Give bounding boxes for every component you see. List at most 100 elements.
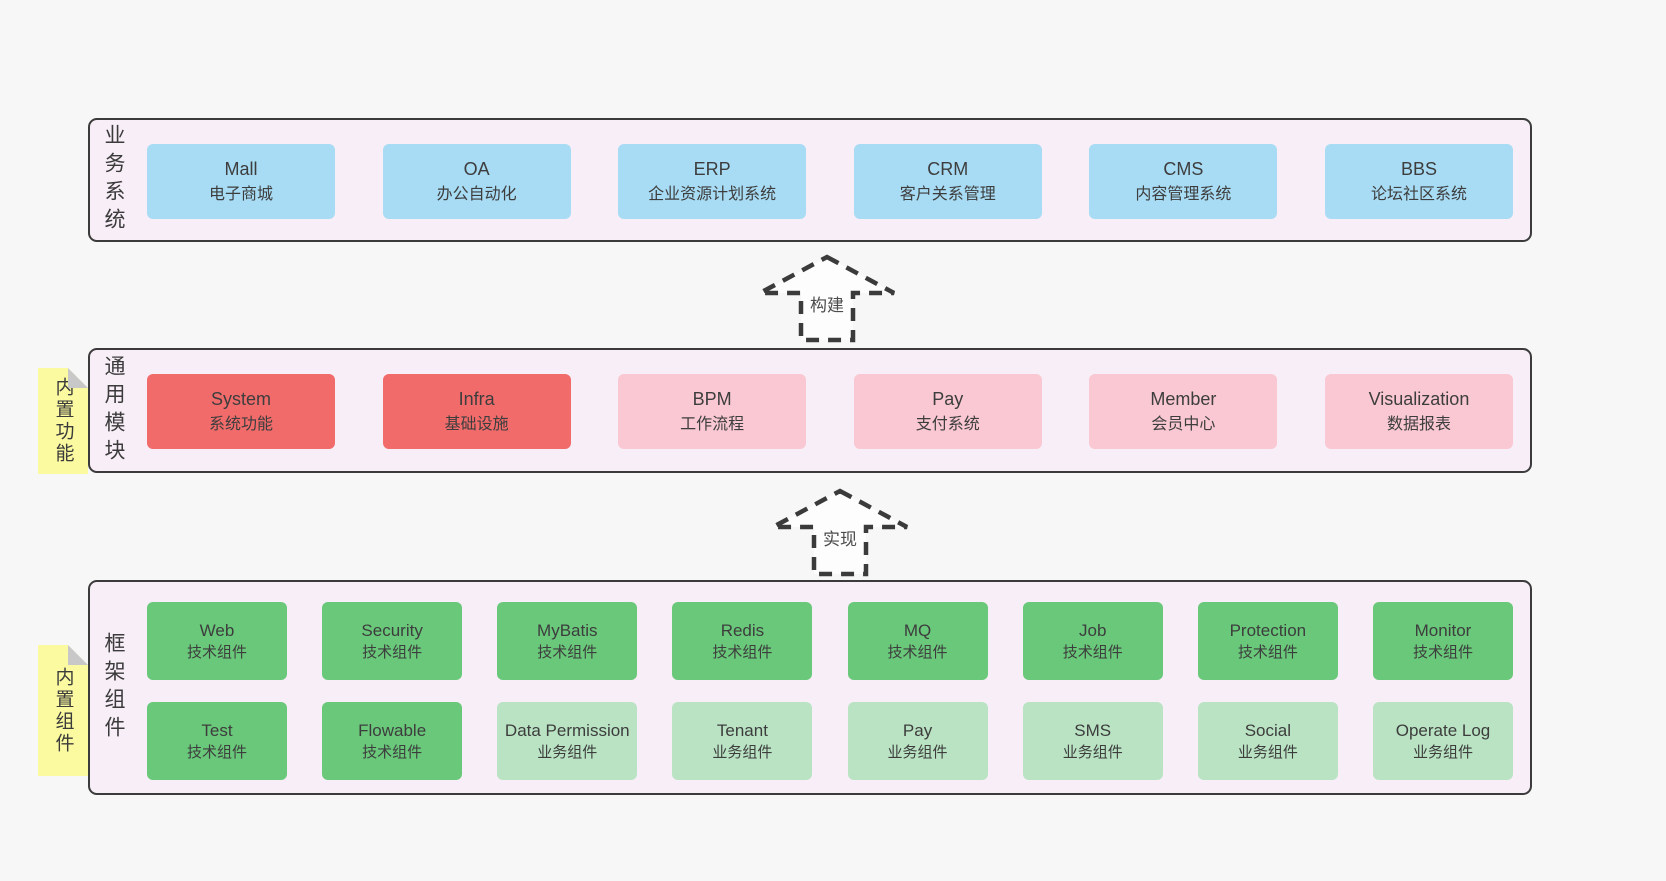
box-subtitle: 系统功能	[208, 415, 273, 433]
box-data-permission: Data Permission 业务组件	[497, 702, 638, 780]
box-title: CRM	[927, 159, 969, 180]
box-subtitle: 企业资源计划系统	[648, 185, 777, 203]
sticky-note-label: 内置功能	[52, 377, 74, 465]
box-title: SMS	[1074, 720, 1112, 740]
box-bbs: BBS 论坛社区系统	[1324, 144, 1513, 219]
box-subtitle: 业务组件	[1062, 743, 1123, 761]
modules-box-row: System 系统功能 Infra 基础设施 BPM 工作流程 Pay 支付系统…	[147, 374, 1513, 449]
box-subtitle: 客户关系管理	[899, 185, 996, 203]
box-title: Security	[361, 620, 423, 640]
box-title: Mall	[224, 159, 258, 180]
arrow-implement-up: 实现	[769, 486, 911, 578]
panel-side-label: 框架组件	[102, 631, 125, 744]
box-mall: Mall 电子商城	[147, 144, 335, 219]
box-subtitle: 业务组件	[712, 743, 773, 761]
box-title: MQ	[903, 620, 932, 640]
box-title: Member	[1150, 389, 1217, 410]
arrow-build-up: 构建	[756, 252, 898, 344]
box-subtitle: 基础设施	[444, 415, 509, 433]
panel-framework-components: 框架组件 Web 技术组件 Security 技术组件 MyBatis 技术组件…	[88, 580, 1532, 795]
sticky-note-label: 内置组件	[52, 666, 74, 755]
box-subtitle: 技术组件	[1062, 643, 1123, 661]
box-title: Social	[1244, 720, 1291, 740]
box-visualization: Visualization 数据报表	[1324, 374, 1513, 449]
box-security: Security 技术组件	[322, 602, 463, 680]
box-subtitle: 电子商城	[208, 185, 273, 203]
box-title: Tenant	[716, 720, 768, 740]
arrow-label: 构建	[807, 290, 847, 317]
box-system: System 系统功能	[147, 374, 335, 449]
box-title: Monitor	[1414, 620, 1472, 640]
components-box-row-1: Web 技术组件 Security 技术组件 MyBatis 技术组件 Redi…	[147, 602, 1513, 680]
box-title: Pay	[932, 389, 964, 410]
box-redis: Redis 技术组件	[672, 602, 813, 680]
box-subtitle: 办公自动化	[436, 185, 517, 203]
box-test: Test 技术组件	[147, 702, 287, 780]
box-subtitle: 业务组件	[887, 743, 948, 761]
box-mq: MQ 技术组件	[847, 602, 988, 680]
box-subtitle: 技术组件	[1237, 643, 1298, 661]
box-sms: SMS 业务组件	[1022, 702, 1163, 780]
box-title: Redis	[720, 620, 765, 640]
box-subtitle: 业务组件	[1412, 743, 1473, 761]
box-subtitle: 业务组件	[537, 743, 598, 761]
box-bpm: BPM 工作流程	[618, 374, 807, 449]
panel-side-label: 业务系统	[102, 124, 125, 236]
panel-common-modules: 通用模块 System 系统功能 Infra 基础设施 BPM 工作流程 Pay…	[88, 348, 1532, 473]
box-subtitle: 数据报表	[1386, 415, 1451, 433]
box-title: Test	[201, 720, 233, 740]
box-social: Social 业务组件	[1197, 702, 1338, 780]
box-title: System	[210, 389, 271, 410]
box-subtitle: 技术组件	[186, 743, 247, 761]
box-title: Protection	[1229, 620, 1307, 640]
box-title: Operate Log	[1395, 720, 1491, 740]
box-title: CMS	[1163, 159, 1204, 180]
arrow-label: 实现	[820, 524, 860, 551]
box-subtitle: 工作流程	[680, 415, 745, 433]
box-operate-log: Operate Log 业务组件	[1372, 702, 1513, 780]
panel-side-label: 通用模块	[102, 354, 125, 467]
box-subtitle: 业务组件	[1237, 743, 1298, 761]
sticky-note-builtin-features: 内置功能	[38, 368, 88, 474]
box-protection: Protection 技术组件	[1197, 602, 1338, 680]
box-title: Data Permission	[504, 720, 630, 740]
box-subtitle: 技术组件	[1412, 643, 1473, 661]
box-subtitle: 技术组件	[362, 743, 423, 761]
box-title: Web	[199, 620, 235, 640]
box-tenant: Tenant 业务组件	[672, 702, 813, 780]
box-erp: ERP 企业资源计划系统	[618, 144, 807, 219]
box-job: Job 技术组件	[1022, 602, 1163, 680]
box-flowable: Flowable 技术组件	[322, 702, 463, 780]
box-web: Web 技术组件	[147, 602, 287, 680]
box-subtitle: 技术组件	[537, 643, 598, 661]
box-title: Pay	[902, 720, 933, 740]
box-subtitle: 内容管理系统	[1135, 185, 1232, 203]
components-box-row-2: Test 技术组件 Flowable 技术组件 Data Permission …	[147, 702, 1513, 780]
box-subtitle: 技术组件	[712, 643, 773, 661]
sticky-note-builtin-components: 内置组件	[38, 645, 88, 776]
box-pay-component: Pay 业务组件	[847, 702, 988, 780]
box-title: MyBatis	[537, 620, 598, 640]
box-subtitle: 支付系统	[915, 415, 980, 433]
box-subtitle: 技术组件	[887, 643, 948, 661]
box-title: BPM	[692, 389, 732, 410]
box-crm: CRM 客户关系管理	[853, 144, 1042, 219]
panel-business-systems: 业务系统 Mall 电子商城 OA 办公自动化 ERP 企业资源计划系统 CRM…	[88, 118, 1532, 242]
box-title: OA	[463, 159, 490, 180]
box-title: Job	[1078, 620, 1107, 640]
box-monitor: Monitor 技术组件	[1372, 602, 1513, 680]
box-title: Infra	[458, 389, 495, 410]
box-subtitle: 会员中心	[1151, 415, 1216, 433]
business-box-row: Mall 电子商城 OA 办公自动化 ERP 企业资源计划系统 CRM 客户关系…	[147, 144, 1513, 219]
box-mybatis: MyBatis 技术组件	[497, 602, 638, 680]
box-cms: CMS 内容管理系统	[1089, 144, 1278, 219]
box-title: BBS	[1400, 159, 1437, 180]
box-member: Member 会员中心	[1089, 374, 1278, 449]
box-oa: OA 办公自动化	[382, 144, 571, 219]
box-subtitle: 技术组件	[362, 643, 423, 661]
box-subtitle: 技术组件	[186, 643, 247, 661]
box-subtitle: 论坛社区系统	[1370, 185, 1467, 203]
box-pay-system: Pay 支付系统	[853, 374, 1042, 449]
box-infra: Infra 基础设施	[382, 374, 571, 449]
